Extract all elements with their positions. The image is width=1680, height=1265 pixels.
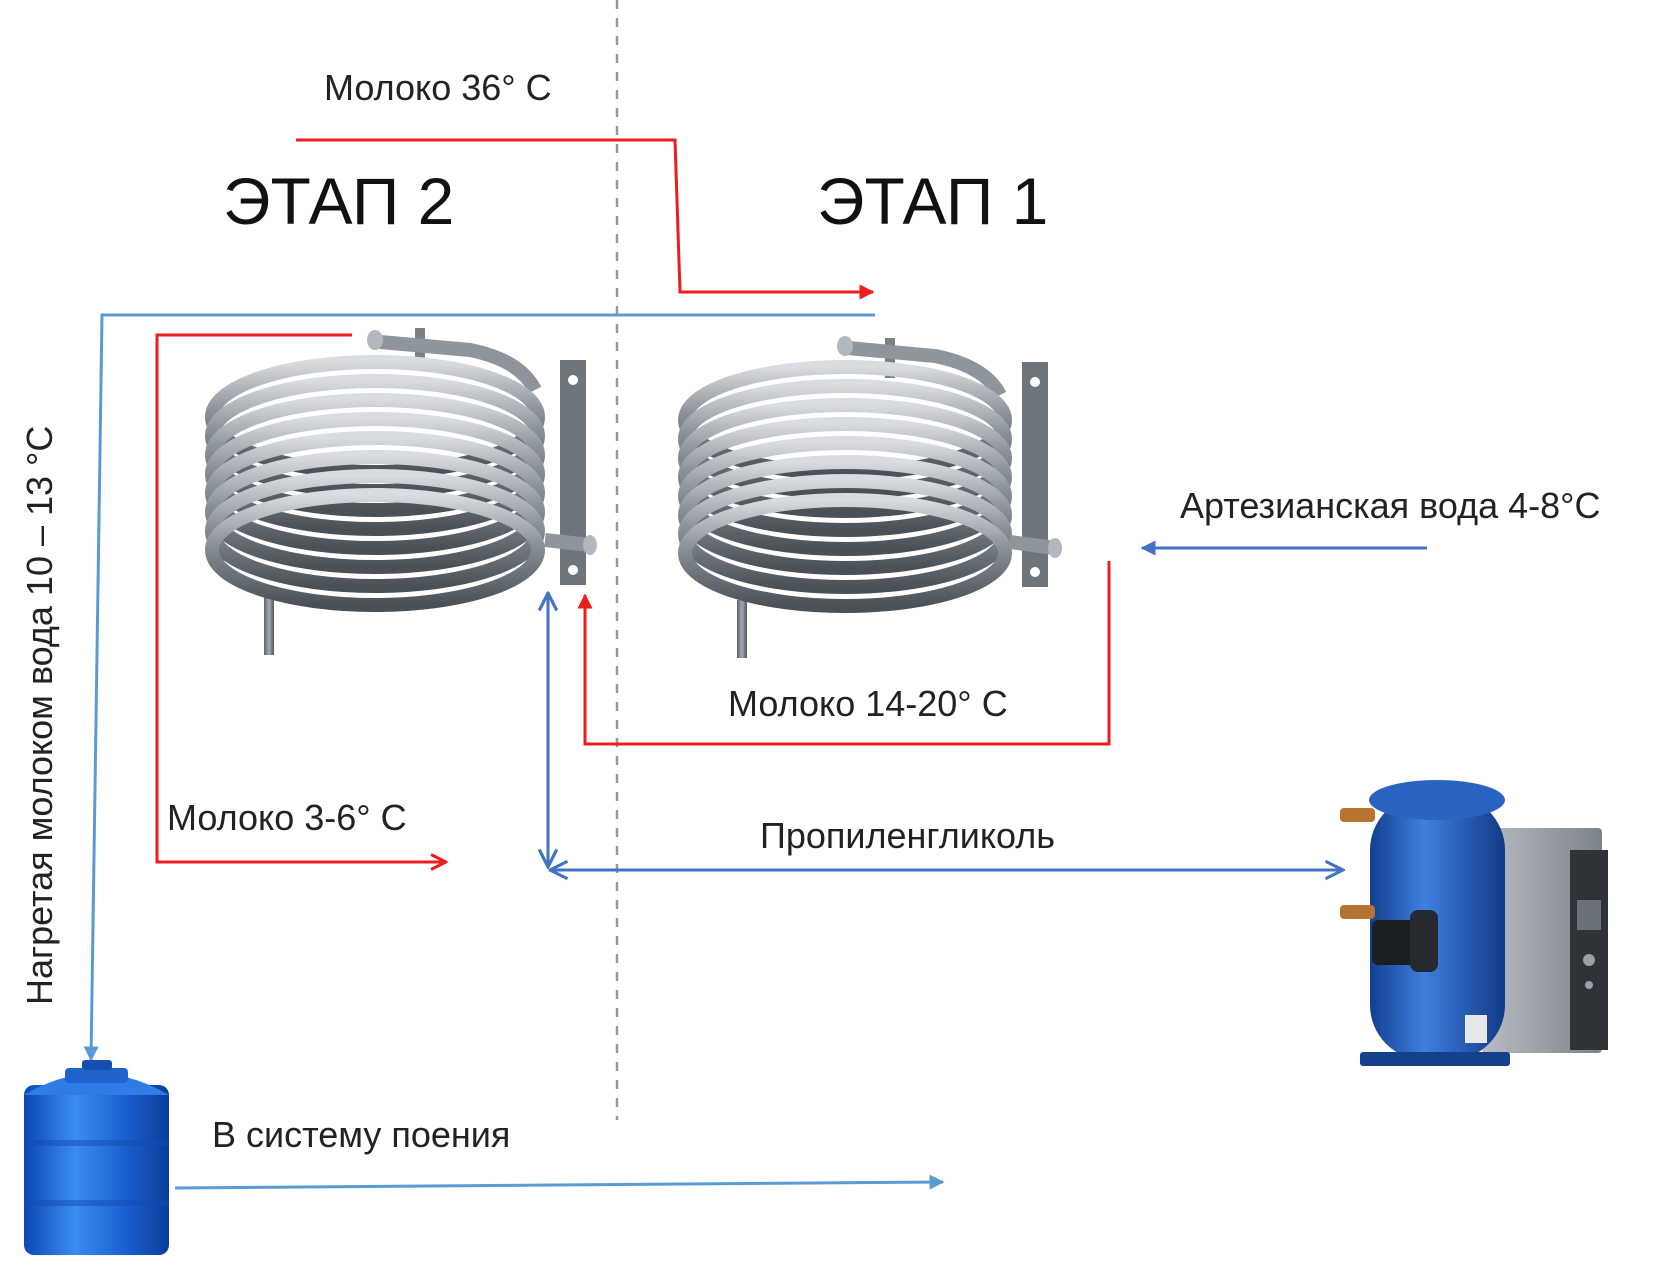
artesian-water-label: Артезианская вода 4-8°С [1180, 485, 1601, 526]
stage-2-title: ЭТАП 2 [223, 164, 455, 238]
milk-mid-label: Молоко 14-20° С [728, 683, 1008, 724]
water-tank-icon [24, 1060, 169, 1255]
milk-in-line [296, 138, 875, 300]
compressor-unit-icon [1340, 780, 1608, 1066]
coil-heat-exchanger-icon [205, 328, 597, 655]
propylene-glycol-label: Пропиленгликоль [760, 815, 1056, 856]
drinking-system-line [174, 1174, 945, 1190]
milk-out-label: Молоко 3-6° С [167, 797, 407, 838]
milk-mid-line [577, 561, 1111, 746]
heated-water-line [83, 313, 875, 1062]
milk-out-line [155, 333, 446, 862]
coil-heat-exchanger-icon [678, 336, 1062, 658]
stage-1-title: ЭТАП 1 [817, 164, 1049, 238]
heated-water-label: Нагретая молоком вода 10 – 13 °С [19, 425, 60, 1005]
milk-in-label: Молоко 36° С [324, 67, 552, 108]
to-drinking-system-label: В систему поения [212, 1114, 511, 1155]
